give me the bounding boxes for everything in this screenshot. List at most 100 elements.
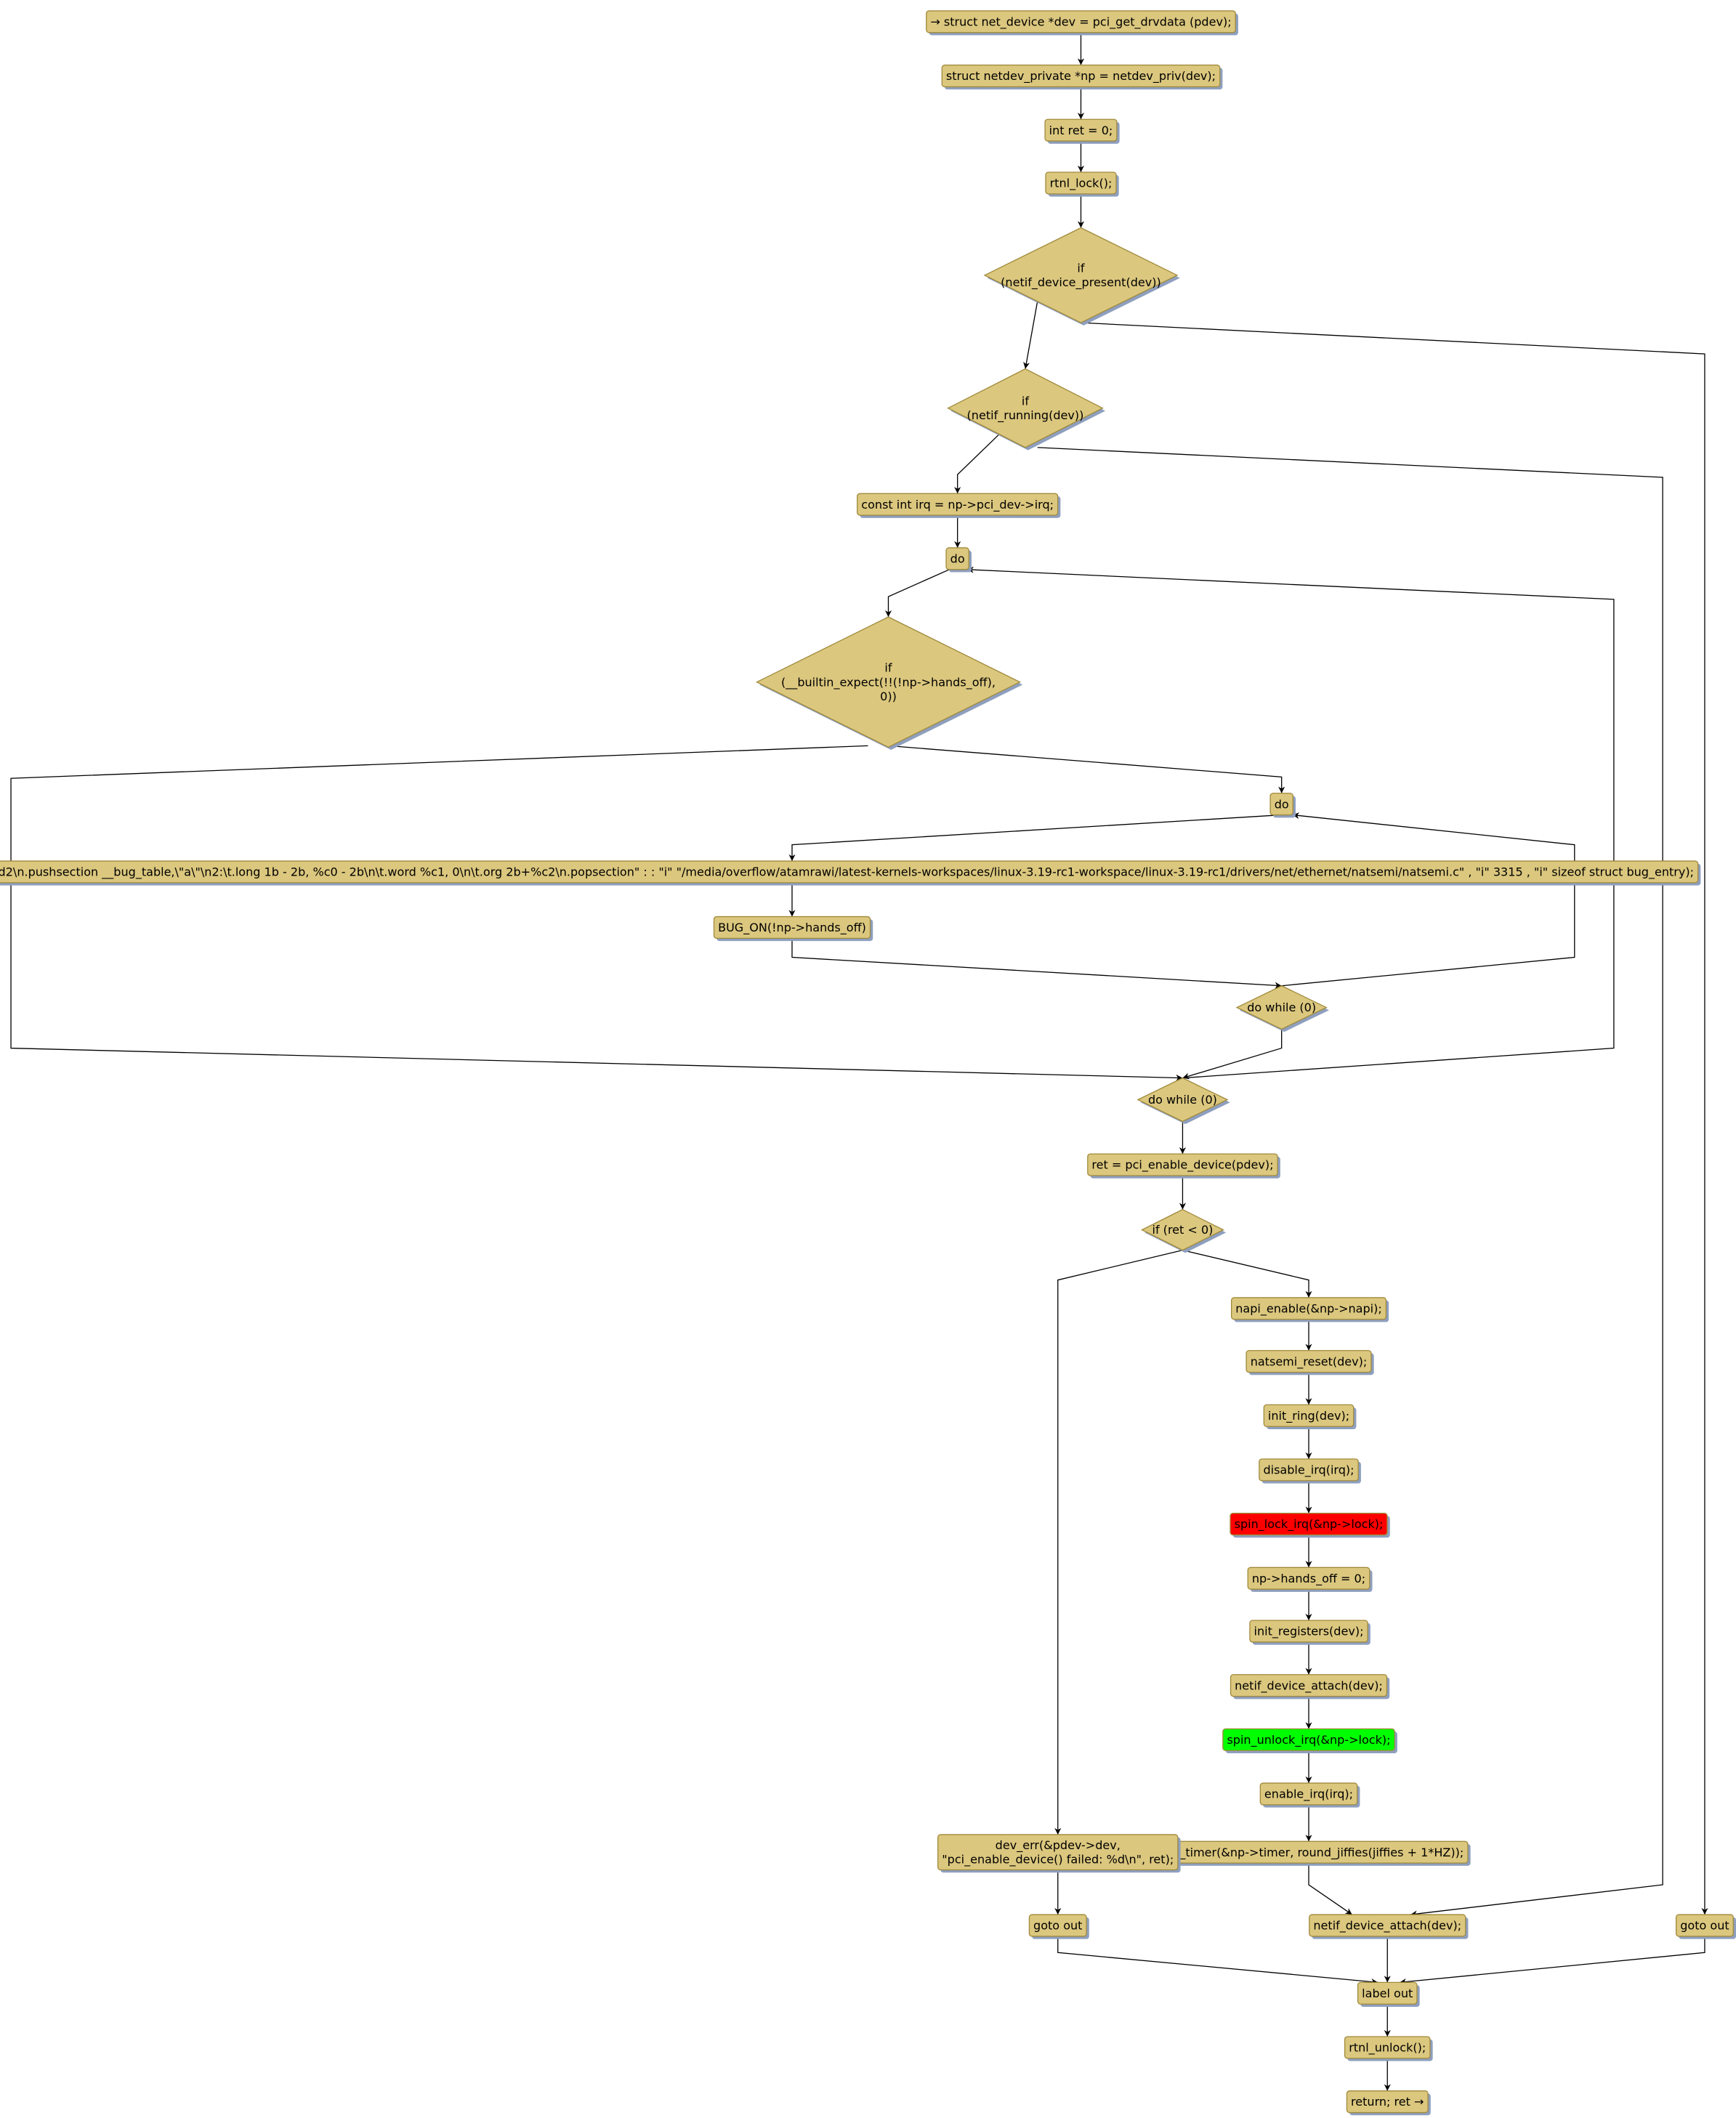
decision-node[interactable]: if(netif_device_present(dev)) [983, 227, 1180, 326]
box-shape [1357, 1981, 1418, 2005]
statement-node[interactable]: spin_lock_irq(&np->lock); [1230, 1513, 1390, 1538]
box-shape [1269, 793, 1293, 816]
box-shape [1259, 1782, 1358, 1806]
node-label: label out [1362, 1986, 1413, 2000]
box-shape [1675, 1914, 1734, 1937]
node-label: goto out [1033, 1919, 1082, 1933]
node-label: asm volatile("1:\tud2\n.pushsection __bu… [0, 865, 1694, 880]
node-label: → struct net_device *dev = pci_get_drvda… [930, 15, 1231, 29]
statement-node[interactable]: do [1269, 793, 1296, 818]
flow-edge [1081, 322, 1708, 1915]
box-shape [1222, 1728, 1395, 1751]
node-label: do [950, 551, 965, 565]
box-shape [1230, 1674, 1388, 1697]
diamond-shape [755, 616, 1021, 748]
box-shape [1045, 171, 1117, 195]
statement-node[interactable]: spin_unlock_irq(&np->lock); [1222, 1728, 1397, 1753]
node-label: struct netdev_private *np = netdev_priv(… [946, 69, 1216, 84]
flow-edge [1023, 301, 1038, 369]
statement-node[interactable]: const int irq = np->pci_dev->irq; [857, 493, 1061, 518]
node-label: netif_device_attach(dev); [1235, 1678, 1383, 1693]
statement-node[interactable]: asm volatile("1:\tud2\n.pushsection __bu… [0, 860, 1701, 886]
node-label: if (ret < 0) [1152, 1223, 1213, 1237]
flow-edge [1281, 812, 1575, 987]
diamond-shape [1137, 1077, 1229, 1123]
statement-node[interactable]: enable_irq(irq); [1259, 1782, 1360, 1808]
statement-node[interactable]: init_ring(dev); [1263, 1404, 1357, 1429]
statement-node[interactable]: natsemi_reset(dev); [1246, 1350, 1374, 1375]
statement-node[interactable]: np->hands_off = 0; [1247, 1567, 1373, 1592]
node-label: const int irq = np->pci_dev->irq; [861, 498, 1054, 512]
node-label: spin_lock_irq(&np->lock); [1235, 1517, 1384, 1532]
node-label: BUG_ON(!np->hands_off) [718, 921, 866, 935]
node-label: int ret = 0; [1049, 124, 1113, 137]
node-label: dev_err(&pdev->dev, [996, 1838, 1121, 1853]
node-label: if [1022, 395, 1029, 408]
statement-node[interactable]: do [945, 547, 972, 573]
decision-node[interactable]: if (ret < 0) [1141, 1208, 1227, 1253]
statement-node[interactable]: goto out [1028, 1914, 1089, 1939]
box-shape [1263, 1404, 1355, 1427]
box-shape [0, 860, 1699, 884]
flow-edge [1182, 1249, 1312, 1298]
flow-edge [954, 433, 1000, 494]
flow-edge [1182, 1029, 1283, 1080]
flow-edge [1037, 447, 1663, 1917]
node-label: do while (0) [1247, 1001, 1316, 1014]
box-shape [1309, 1914, 1466, 1937]
flow-edge [788, 814, 1282, 862]
flow-edge [10, 745, 1183, 1081]
box-shape [1249, 1620, 1368, 1643]
statement-node[interactable]: mod_timer(&np->timer, round_jiffies(jiff… [1149, 1840, 1471, 1866]
node-label: if [884, 661, 892, 675]
box-shape [1230, 1297, 1387, 1320]
node-label: do [1275, 797, 1289, 811]
node-label: goto out [1680, 1919, 1729, 1933]
box-shape [937, 1834, 1179, 1871]
box-shape [941, 64, 1221, 88]
statement-node[interactable]: dev_err(&pdev->dev,"pci_enable_device() … [937, 1834, 1181, 1873]
node-label: return; ret → [1351, 2095, 1424, 2109]
box-shape [945, 547, 969, 570]
box-shape [1028, 1914, 1087, 1937]
flow-edge [888, 745, 1285, 793]
statement-node[interactable]: rtnl_lock(); [1045, 171, 1119, 197]
decision-node[interactable]: if(__builtin_expect(!!(!np->hands_off),0… [755, 616, 1023, 751]
flow-edge [1308, 1863, 1353, 1915]
statement-node[interactable]: netif_device_attach(dev); [1309, 1914, 1469, 1939]
decision-node[interactable]: do while (0) [1235, 985, 1330, 1032]
decision-node[interactable]: do while (0) [1137, 1077, 1230, 1125]
statement-node[interactable]: int ret = 0; [1044, 118, 1120, 144]
statement-node[interactable]: disable_irq(irq); [1259, 1458, 1361, 1484]
statement-node[interactable]: struct netdev_private *np = netdev_priv(… [941, 64, 1223, 90]
node-label: rtnl_unlock(); [1349, 2041, 1426, 2056]
node-label: spin_unlock_irq(&np->lock); [1227, 1733, 1390, 1747]
node-label: rtnl_lock(); [1050, 177, 1113, 191]
statement-node[interactable]: → struct net_device *dev = pci_get_drvda… [926, 10, 1238, 36]
box-shape [1246, 1350, 1372, 1373]
statement-node[interactable]: napi_enable(&np->napi); [1230, 1297, 1389, 1322]
statement-node[interactable]: return; ret → [1346, 2090, 1431, 2116]
node-label: netif_device_attach(dev); [1313, 1919, 1461, 1933]
box-shape [1044, 118, 1118, 142]
diamond-shape [1141, 1208, 1224, 1251]
flow-edge [1399, 1936, 1705, 1986]
box-shape [713, 915, 871, 939]
statement-node[interactable]: BUG_ON(!np->hands_off) [713, 915, 873, 942]
diamond-shape [947, 368, 1104, 448]
statement-node[interactable]: netif_device_attach(dev); [1230, 1674, 1390, 1699]
statement-node[interactable]: rtnl_unlock(); [1344, 2036, 1433, 2061]
node-label: disable_irq(irq); [1263, 1463, 1354, 1478]
node-label: "pci_enable_device() failed: %d\n", ret)… [942, 1853, 1174, 1867]
statement-node[interactable]: goto out [1675, 1914, 1736, 1939]
node-label: do while (0) [1148, 1093, 1217, 1107]
decision-node[interactable]: if(netif_running(dev)) [947, 368, 1106, 450]
box-shape [857, 493, 1059, 516]
flow-edge [791, 938, 1282, 989]
node-label: natsemi_reset(dev); [1251, 1354, 1368, 1369]
statement-node[interactable]: ret = pci_enable_device(pdev); [1087, 1153, 1280, 1179]
statement-node[interactable]: init_registers(dev); [1249, 1620, 1370, 1645]
statement-node[interactable]: label out [1357, 1981, 1420, 2007]
diamond-shape [983, 227, 1179, 323]
node-label: init_registers(dev); [1254, 1625, 1364, 1639]
